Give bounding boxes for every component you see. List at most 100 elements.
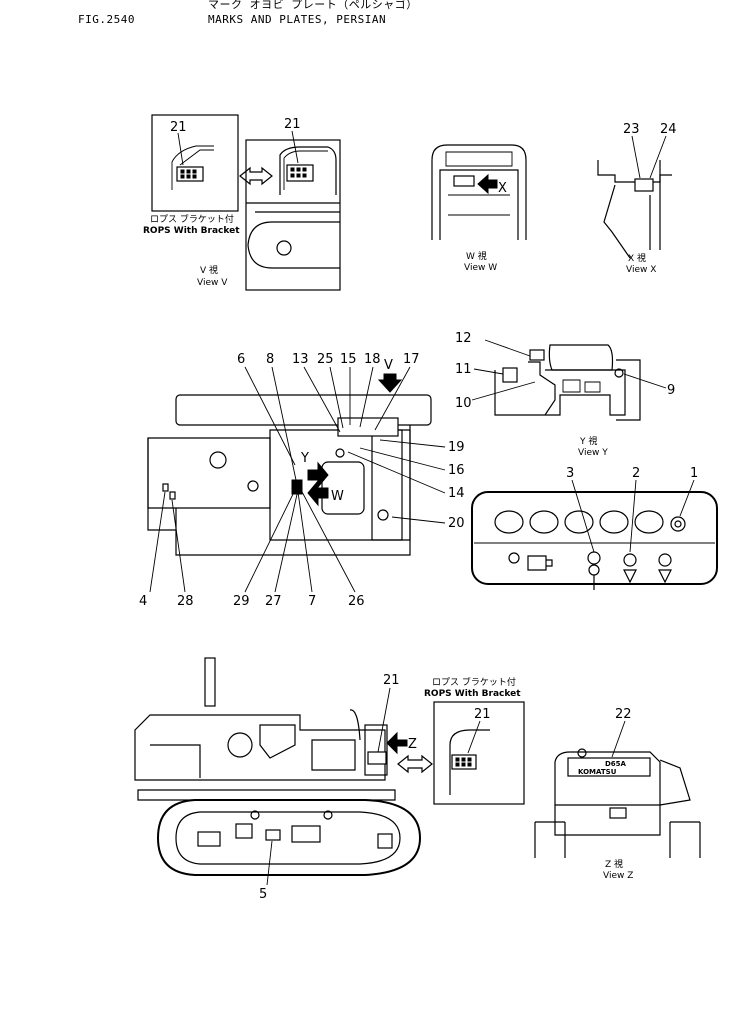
panel-y-right	[616, 359, 641, 421]
leader-21d	[467, 720, 481, 754]
seat-lines	[448, 194, 510, 216]
track-top	[137, 789, 396, 801]
figure-number: FIG.2540	[78, 13, 135, 26]
gauges	[494, 510, 664, 534]
callout-21-v: 21	[284, 117, 301, 132]
main-view: Y W V 6 8 13 25 15	[139, 352, 465, 609]
view-z-en: View Z	[603, 871, 633, 881]
view-w: X W 視 View W	[431, 144, 527, 273]
arrow-x-icon	[477, 173, 498, 195]
tail-light	[609, 807, 627, 819]
callout-9: 9	[667, 383, 675, 398]
callout-21-side: 21	[383, 673, 400, 688]
control-knob	[335, 448, 345, 458]
instrument-panel: 3 2 1	[471, 466, 718, 590]
hood-outline	[175, 394, 432, 426]
switch-2	[623, 553, 637, 584]
plate-22	[567, 757, 651, 777]
callout-18: 18	[364, 352, 381, 367]
view-x-en: View X	[626, 265, 656, 275]
double-arrow-z	[397, 754, 433, 774]
seat-outline	[431, 144, 527, 240]
callout-11: 11	[455, 362, 472, 377]
arrow-z-label: Z	[408, 737, 417, 752]
callout-25: 25	[317, 352, 334, 367]
rops-post-side	[364, 724, 388, 776]
lever	[603, 184, 631, 259]
arrow-y-icon	[307, 461, 329, 489]
side-box	[659, 759, 691, 806]
view-y: 12 11 10 9 Y 視 View Y	[455, 331, 675, 458]
callout-16: 16	[448, 463, 465, 478]
rops-label-jp: ロプス ブラケット付	[150, 213, 234, 225]
plate-24-x	[634, 178, 654, 192]
title-english: MARKS AND PLATES, PERSIAN	[208, 13, 386, 26]
switch-1b	[658, 553, 672, 584]
callout-24: 24	[660, 122, 677, 137]
fender-lines	[246, 202, 340, 213]
arrow-y-label: Y	[300, 451, 309, 466]
view-v-jp: V 視	[200, 264, 218, 276]
plate-12	[529, 349, 545, 361]
radiator	[147, 438, 176, 531]
exhaust-stack	[204, 657, 216, 707]
view-z: D65A KOMATSU 22 Z 視 View Z	[534, 707, 701, 881]
view-x: 23 24 X 視 View X	[597, 122, 677, 275]
panel-post	[649, 160, 661, 250]
knob-9	[614, 368, 624, 378]
callout-15: 15	[340, 352, 357, 367]
leader-23	[631, 135, 641, 179]
seat-y	[548, 344, 614, 371]
rops-bracket-curve	[179, 149, 214, 166]
switch-1-center	[674, 520, 682, 528]
rops-post	[279, 146, 337, 195]
side-panel	[259, 724, 296, 759]
body-outline	[134, 714, 386, 781]
plate-21-v	[286, 164, 314, 182]
track-roller	[276, 240, 292, 256]
track-loop	[156, 799, 422, 876]
track-part-b	[235, 823, 253, 839]
plate-11	[502, 367, 518, 383]
engine-part	[227, 732, 253, 758]
track-part-a	[197, 831, 221, 847]
view-v-frame	[245, 139, 341, 291]
cap-z	[577, 748, 587, 758]
leader-21b	[291, 130, 299, 164]
panel-y-left	[494, 361, 556, 416]
track-inner	[175, 811, 401, 865]
key-switch-3	[587, 551, 601, 590]
callout-28: 28	[177, 594, 194, 609]
view-w-jp: W 視	[466, 250, 487, 262]
rops-inset-post	[449, 729, 490, 795]
header: FIG.2540 マーク オヨビ プレート（ペルシャゴ） MARKS AND P…	[78, 0, 418, 26]
lever-block	[291, 479, 303, 495]
leader-lines-y	[471, 339, 667, 401]
view-y-en: View Y	[578, 448, 608, 458]
seat-back	[349, 709, 361, 741]
engine-bolt	[247, 480, 259, 492]
plate-28	[169, 491, 176, 500]
seat-inner	[439, 169, 519, 240]
seat-top	[445, 151, 513, 167]
callout-1: 1	[690, 466, 698, 481]
seat-block	[311, 739, 356, 771]
leader-lines-panel	[571, 479, 695, 553]
leader-22	[611, 720, 626, 758]
track-outline	[247, 221, 340, 269]
title-japanese: マーク オヨビ プレート（ペルシャゴ）	[208, 0, 418, 11]
callout-6: 6	[237, 352, 245, 367]
track-part-d	[377, 833, 393, 849]
plate-4	[162, 483, 169, 492]
callout-22: 22	[615, 707, 632, 722]
plate-text-line2: KOMATSU	[578, 768, 617, 776]
callout-23: 23	[623, 122, 640, 137]
callout-4: 4	[139, 594, 147, 609]
engine-cap	[209, 451, 227, 469]
plate-21-side	[367, 751, 387, 765]
arrow-w-label: W	[331, 489, 344, 504]
callout-21-inset: 21	[170, 120, 187, 135]
carrier-roller-2	[323, 810, 333, 820]
rops-inset-box-2	[433, 701, 525, 805]
